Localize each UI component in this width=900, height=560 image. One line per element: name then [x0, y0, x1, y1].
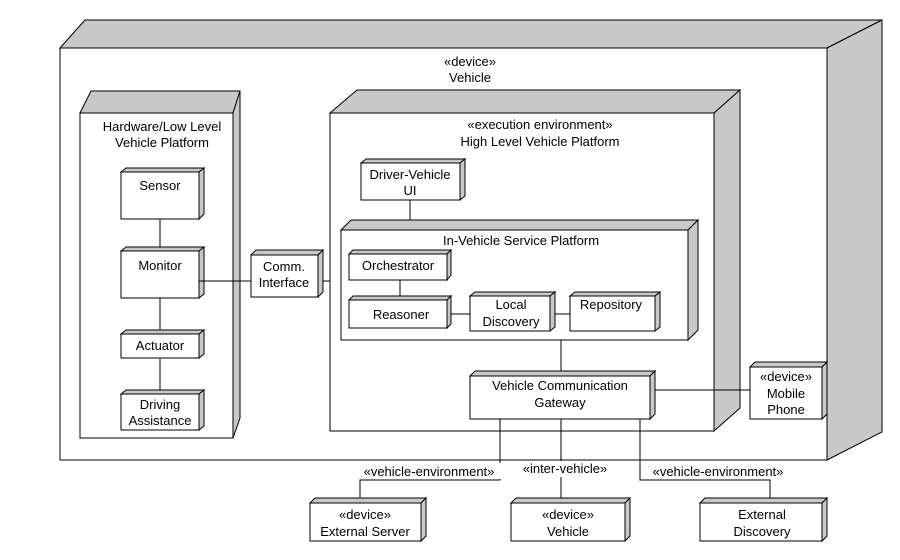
exec-env-stereotype: «execution environment»	[467, 117, 612, 132]
other-vehicle-node: «device» Vehicle	[509, 496, 632, 543]
orchestrator-node: Orchestrator	[347, 248, 453, 282]
actuator-node: Actuator	[119, 328, 206, 360]
vehicle-stereotype: «device»	[444, 54, 496, 69]
external-server-label-line1: «device»	[339, 507, 391, 522]
other-vehicle-label-line1: «device»	[542, 507, 594, 522]
mobile-phone-label-line2: Mobile	[767, 386, 805, 401]
local-discovery-node: Local Discovery	[468, 290, 557, 333]
reasoner-label: Reasoner	[373, 307, 430, 322]
repository-node: Repository	[568, 290, 662, 333]
vehicle-name: Vehicle	[449, 70, 491, 85]
monitor-node: Monitor	[119, 245, 206, 300]
external-discovery-node: External Discovery	[698, 496, 829, 543]
external-server-label-line2: External Server	[320, 524, 410, 539]
inter-vehicle-link-label: «inter-vehicle»	[523, 461, 608, 476]
gateway-node: Vehicle Communication Gateway	[468, 369, 657, 421]
repository-label: Repository	[580, 297, 643, 312]
driver-ui-label-line1: Driver-Vehicle	[370, 167, 451, 182]
mobile-phone-label-line3: Phone	[767, 402, 805, 417]
comm-interface-node: Comm. Interface	[249, 248, 325, 299]
orchestrator-label: Orchestrator	[362, 258, 435, 273]
other-vehicle-label-line2: Vehicle	[547, 524, 589, 539]
monitor-label: Monitor	[138, 258, 182, 273]
external-server-node: «device» External Server	[308, 496, 428, 543]
gateway-label-line1: Vehicle Communication	[492, 378, 628, 393]
comm-interface-label-line2: Interface	[259, 275, 310, 290]
mobile-phone-node: «device» Mobile Phone	[748, 360, 829, 421]
sensor-label: Sensor	[139, 178, 181, 193]
hw-platform-node: Hardware/Low Level Vehicle Platform	[79, 90, 241, 439]
service-platform-label: In-Vehicle Service Platform	[443, 233, 599, 248]
local-discovery-label-line1: Local	[495, 297, 526, 312]
driving-assistance-label-line2: Assistance	[129, 413, 192, 428]
local-discovery-label-line2: Discovery	[482, 314, 540, 329]
external-discovery-label-line1: External	[738, 507, 786, 522]
exec-env-name: High Level Vehicle Platform	[461, 134, 620, 149]
driving-assistance-node: Driving Assistance	[119, 388, 206, 432]
driver-ui-label-line2: UI	[404, 183, 417, 198]
actuator-label: Actuator	[136, 338, 185, 353]
driving-assistance-label-line1: Driving	[140, 397, 180, 412]
comm-interface-label-line1: Comm.	[263, 259, 305, 274]
right-env-link-label: «vehicle-environment»	[653, 464, 784, 479]
external-discovery-label-line2: Discovery	[733, 524, 791, 539]
reasoner-node: Reasoner	[347, 294, 453, 330]
hw-platform-label-line1: Hardware/Low Level	[103, 119, 222, 134]
mobile-phone-label-line1: «device»	[760, 369, 812, 384]
gateway-label-line2: Gateway	[534, 395, 586, 410]
driver-ui-node: Driver-Vehicle UI	[359, 157, 467, 202]
left-env-link-label: «vehicle-environment»	[364, 464, 495, 479]
hw-platform-label-line2: Vehicle Platform	[115, 135, 209, 150]
sensor-node: Sensor	[119, 166, 206, 221]
